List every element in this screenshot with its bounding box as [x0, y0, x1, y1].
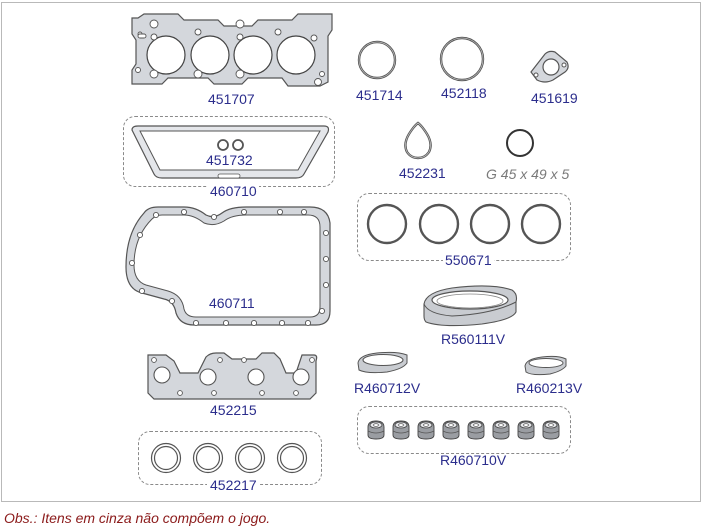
valve-cover-inner-rings-icon	[216, 138, 246, 152]
part-label-460710: 460710	[208, 183, 259, 199]
ring-set-452217-icon	[150, 442, 312, 474]
part-label-460711: 460711	[209, 295, 255, 311]
footer-note: Obs.: Itens em cinza não compõem o jogo.	[4, 510, 271, 526]
part-label-R460710V: R460710V	[440, 452, 507, 468]
group-outline-R460710V	[357, 406, 571, 454]
oring-gray-icon	[505, 128, 535, 158]
part-label-452231: 452231	[399, 165, 446, 181]
part-label-g45x49x5: G 45 x 49 x 5	[486, 166, 570, 182]
ring-451714-icon	[357, 40, 397, 80]
part-label-451732: 451732	[206, 152, 253, 168]
part-label-452217: 452217	[207, 477, 260, 493]
part-label-R460712V: R460712V	[354, 380, 421, 396]
part-label-550671: 550671	[443, 252, 494, 268]
head-gasket-icon	[128, 10, 336, 90]
ring-set-550671-icon	[366, 202, 566, 246]
teardrop-452231-icon	[403, 120, 433, 160]
ring-452118-icon	[439, 36, 485, 82]
seal-R460213V-icon	[524, 355, 568, 377]
valve-cover-gasket-icon	[128, 124, 332, 180]
valve-stem-seals-icon	[366, 417, 564, 441]
seal-R460712V-icon	[357, 351, 409, 375]
part-label-452118: 452118	[441, 85, 487, 101]
part-label-451714: 451714	[356, 87, 403, 103]
seal-R560111V-icon	[422, 284, 518, 328]
part-label-451619: 451619	[531, 90, 578, 106]
part-label-452215: 452215	[210, 402, 257, 418]
part-label-R460213V: R460213V	[516, 380, 583, 396]
diagram-frame	[1, 2, 701, 502]
flange-451619-icon	[527, 50, 571, 84]
part-label-R560111V: R560111V	[441, 331, 506, 347]
oil-pan-gasket-icon	[122, 203, 334, 329]
exhaust-manifold-gasket-icon	[146, 351, 318, 401]
part-label-451707: 451707	[208, 91, 255, 107]
